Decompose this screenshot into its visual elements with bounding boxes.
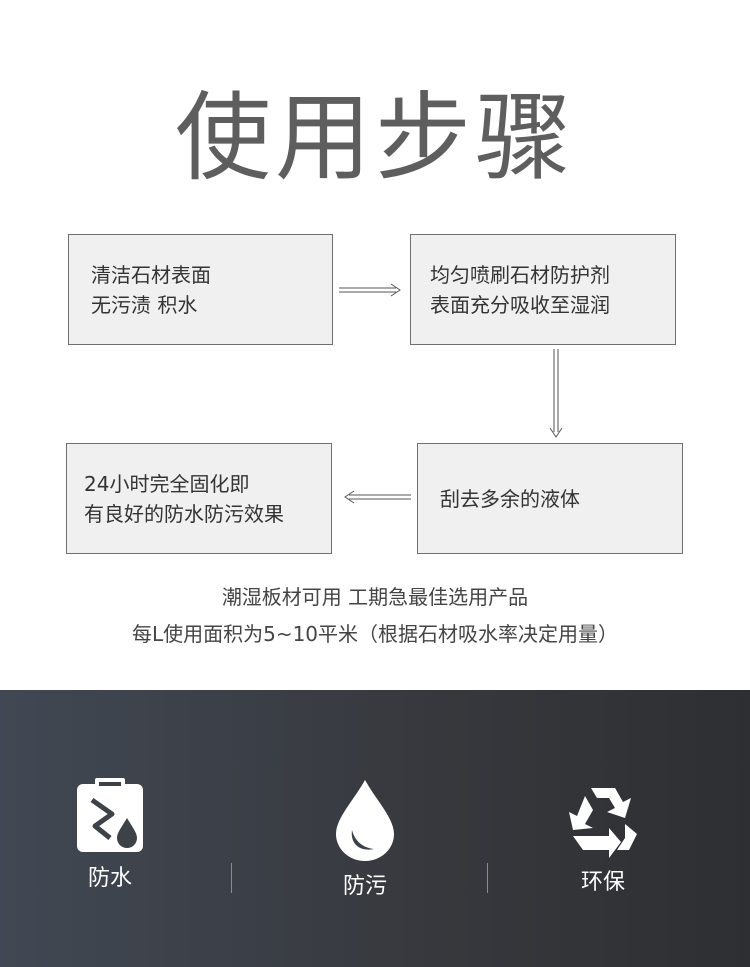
arrow-right [339,283,401,297]
flow-arrows [339,283,563,504]
feature-eco: 环保 [503,778,703,898]
step-3-line-1: 刮去多余的液体 [440,486,580,511]
usage-note-1: 潮湿板材可用 工期急最佳选用产品 [221,585,529,609]
feature-waterproof: 防水 [10,778,210,894]
water-drop-icon [336,780,394,861]
step-1-line-2: 无污渍 积水 [91,292,198,317]
feature-divider-1 [231,863,232,893]
feature-eco-label: 环保 [580,870,625,895]
recycle-icon [569,788,637,858]
feature-band: 防水 防污 环保 [0,690,750,967]
waterproof-icon [77,778,143,852]
step-4-box: 24小时完全固化即 有良好的防水防污效果 [66,443,332,554]
arrow-left [344,490,411,504]
page-title: 使用步骤 [175,82,575,194]
step-2-line-2: 表面充分吸收至湿润 [430,292,610,317]
feature-antifouling-label: 防污 [342,874,387,899]
step-2-box: 均匀喷刷石材防护剂 表面充分吸收至湿润 [410,234,676,345]
usage-note-2: 每L使用面积为5~10平米（根据石材吸水率决定用量） [131,622,619,646]
step-1-line-1: 清洁石材表面 [91,262,211,287]
step-4-line-1: 24小时完全固化即 [84,471,250,496]
arrow-down [549,349,563,438]
feature-divider-2 [487,863,488,893]
step-1-box: 清洁石材表面 无污渍 积水 [68,234,333,345]
step-2-line-1: 均匀喷刷石材防护剂 [430,262,610,287]
feature-antifouling: 防污 [265,778,465,902]
step-3-box: 刮去多余的液体 [417,443,683,554]
feature-waterproof-label: 防水 [87,866,132,891]
step-4-line-2: 有良好的防水防污效果 [84,501,284,526]
